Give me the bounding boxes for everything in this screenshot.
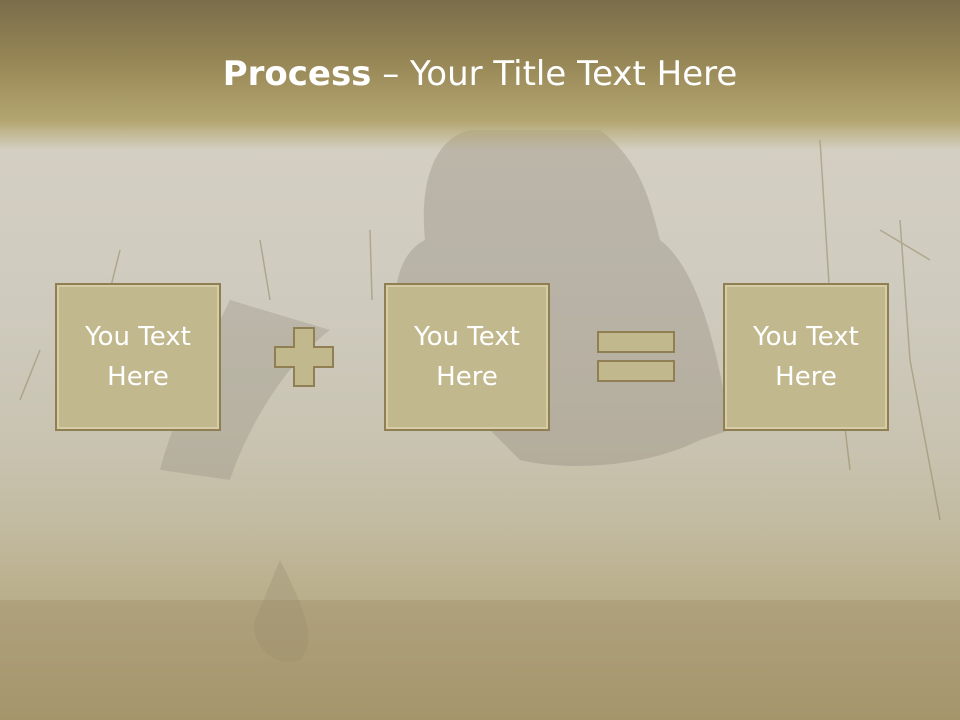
text-box-3-label: You Text Here [753,322,859,392]
title-bold: Process [222,54,372,94]
text-box-2[interactable]: You Text Here [384,283,550,431]
title-rest: – Your Title Text Here [371,54,738,94]
text-box-1[interactable]: You Text Here [55,283,221,431]
plus-icon [274,327,334,387]
text-box-3[interactable]: You Text Here [723,283,889,431]
text-box-2-label: You Text Here [414,322,520,392]
text-box-1-label: You Text Here [85,322,191,392]
slide-title: Process – Your Title Text Here [0,52,960,96]
title-band [0,0,960,150]
equals-icon [597,331,675,382]
